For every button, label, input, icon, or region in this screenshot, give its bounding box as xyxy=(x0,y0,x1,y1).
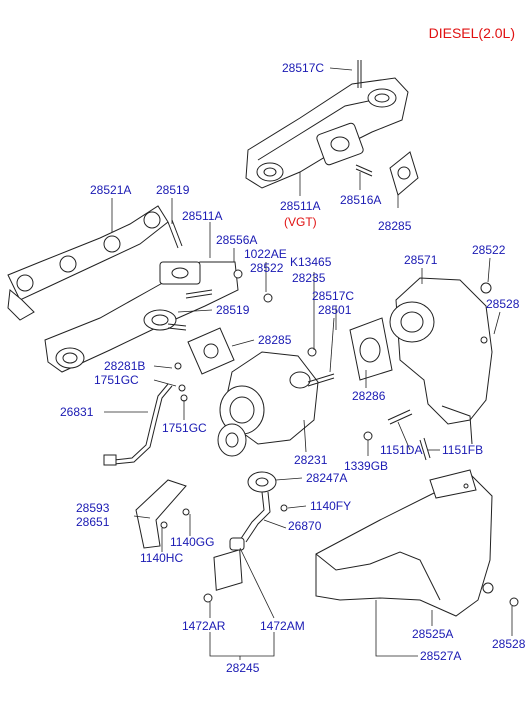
part-label: 28556A xyxy=(216,233,257,247)
turbo-bracket xyxy=(135,479,187,549)
part-label: 28521A xyxy=(90,183,131,197)
part-label: K13465 xyxy=(290,255,332,269)
part-label: 1339GB xyxy=(344,459,388,473)
part-label: 1022AE xyxy=(244,247,287,261)
part-label: 1751GC xyxy=(162,421,207,435)
part-label-vgt: (VGT) xyxy=(284,215,317,229)
part-label: 28522 xyxy=(472,243,506,257)
exhaust-manifold-vgt xyxy=(245,60,419,196)
part-label: 28235 xyxy=(292,271,326,285)
part-label: 28516A xyxy=(340,193,381,207)
exhaust-elbow xyxy=(349,277,493,461)
part-label: 28511A xyxy=(182,209,222,223)
part-label: 28519 xyxy=(216,303,250,317)
part-label: 28525A xyxy=(412,627,453,641)
part-label: 1472AM xyxy=(260,619,305,633)
part-label: 1151FB xyxy=(442,443,483,457)
part-label: 28286 xyxy=(352,389,386,403)
part-label: 28281B xyxy=(104,359,145,373)
part-label: 28517C xyxy=(312,289,354,303)
part-label: 28501 xyxy=(318,303,352,317)
turbocharger xyxy=(174,347,335,457)
part-label: 28651 xyxy=(76,515,110,529)
part-label: 28511A xyxy=(280,199,320,213)
part-label: 28245 xyxy=(226,661,260,675)
oil-feed-pipe xyxy=(113,383,169,461)
part-label: 28528 xyxy=(492,637,526,651)
part-label: 28517C xyxy=(282,61,324,75)
part-label: 28527A xyxy=(420,649,461,663)
exhaust-manifold xyxy=(44,219,273,373)
part-label: 28528 xyxy=(486,297,520,311)
parts-drawing xyxy=(7,60,519,617)
part-label: 1140GG xyxy=(170,535,214,549)
oil-return-pipe xyxy=(203,471,288,603)
part-label: 28519 xyxy=(156,183,190,197)
part-label: 28522 xyxy=(250,261,284,275)
diagram-title: DIESEL(2.0L) xyxy=(429,25,515,41)
part-label: 28285 xyxy=(378,219,412,233)
part-label: 1140HC xyxy=(140,551,183,565)
part-label: 28571 xyxy=(404,253,438,267)
part-label: 1151DA xyxy=(380,443,422,457)
callout-labels: DIESEL(2.0L) 28517C 28511A (VGT) 28516A … xyxy=(60,25,526,675)
part-label: 28231 xyxy=(294,453,328,467)
part-label: 26831 xyxy=(60,405,94,419)
part-label: 1140FY xyxy=(310,499,351,513)
part-label: 28247A xyxy=(306,471,347,485)
leader-lines xyxy=(104,67,513,660)
manifold-gasket xyxy=(7,205,169,321)
part-label: 26870 xyxy=(288,519,322,533)
turbo-gasket xyxy=(187,327,235,375)
heat-shield xyxy=(315,469,519,617)
part-label: 1472AR xyxy=(182,619,226,633)
part-label: 1751GC xyxy=(94,373,139,387)
part-label: 28285 xyxy=(258,333,292,347)
part-label: 28593 xyxy=(76,501,110,515)
